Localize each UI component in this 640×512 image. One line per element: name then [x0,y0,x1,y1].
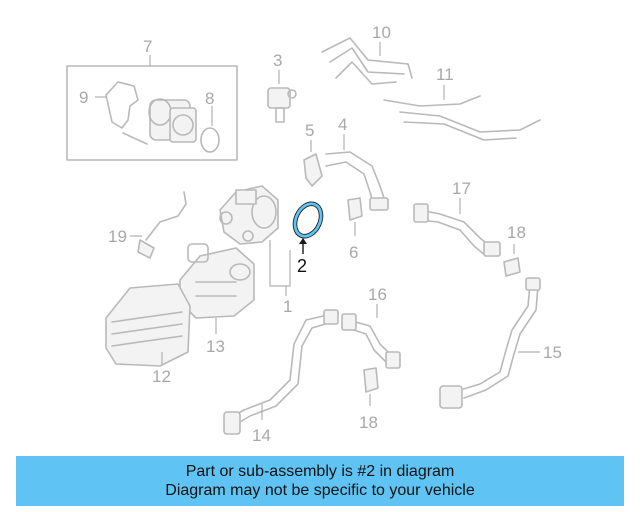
parts-diagram: 7 9 8 3 10 11 [66,23,562,445]
gasket-2-highlighted: 2 [292,201,324,276]
pipe-4: 4 [325,115,389,211]
banner-line-1: Part or sub-assembly is #2 in diagram [185,463,455,480]
callout-16: 16 [368,285,387,304]
cooler-12: 12 [105,283,191,386]
callout-15: 15 [543,343,562,362]
callout-18-lower: 18 [359,413,378,432]
assembly-7-group: 7 9 8 [66,37,238,161]
egr-valve-7 [148,98,197,143]
sensor-3: 3 [267,51,297,123]
callout-12: 12 [152,367,171,386]
callout-10: 10 [372,23,391,42]
callout-18-upper: 18 [507,223,526,242]
gasket-18-upper: 18 [503,223,526,277]
callout-17: 17 [452,179,471,198]
callout-13: 13 [206,337,225,356]
callout-11: 11 [436,65,454,84]
gasket-9 [105,81,139,129]
callout-19: 19 [108,227,127,246]
banner-line-2: Diagram may not be specific to your vehi… [165,482,475,499]
callout-4: 4 [338,115,347,134]
pipe-14: 14 [223,309,339,445]
pipe-10: 10 [321,23,413,85]
egr-cooler-13: 13 [179,243,255,356]
pipe-15: 15 [439,277,562,409]
callout-8: 8 [205,89,214,108]
callout-1: 1 [283,297,292,316]
gasket-5: 5 [303,121,323,187]
gasket-6: 6 [347,197,363,262]
gasket-18-lower: 18 [359,367,379,432]
pipe-11: 11 [383,65,541,141]
callout-14: 14 [252,426,271,445]
callout-7: 7 [143,37,152,56]
sensor-19: 19 [108,191,187,259]
callout-9: 9 [79,88,88,107]
pipe-17: 17 [413,179,501,257]
ring-8 [200,127,220,153]
pipe-16: 16 [341,285,401,369]
throttle-body [219,185,279,245]
callout-5: 5 [305,121,314,140]
callout-6: 6 [349,243,358,262]
callout-3: 3 [273,51,282,70]
callout-2: 2 [297,256,307,276]
info-banner: Part or sub-assembly is #2 in diagram Di… [16,456,624,506]
